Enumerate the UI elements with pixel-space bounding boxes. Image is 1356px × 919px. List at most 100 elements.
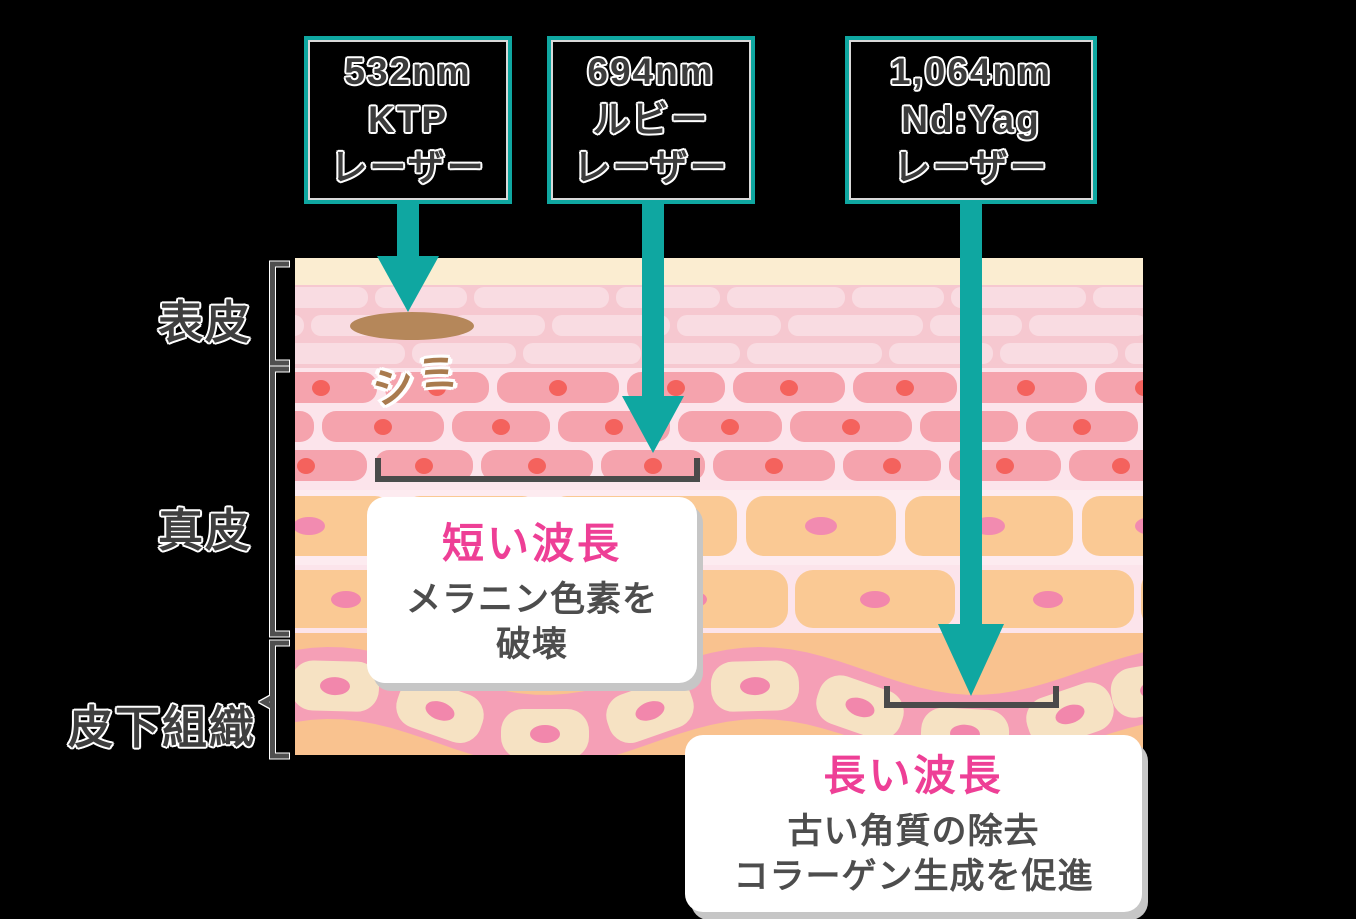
pigment-spot xyxy=(350,312,474,340)
cell-nucleus-dot xyxy=(667,379,685,396)
skin-brick xyxy=(1082,496,1143,556)
skin-brick xyxy=(295,450,367,481)
laser-wavelength: 694nm xyxy=(587,51,715,92)
callout-body-line: メラニン色素を xyxy=(405,580,658,619)
skin-brick xyxy=(1095,372,1143,403)
skin-brick xyxy=(727,287,845,308)
skin-brick xyxy=(1069,450,1143,481)
skin-brick xyxy=(497,372,619,403)
skin-brick xyxy=(552,315,670,336)
skin-brick xyxy=(385,372,489,403)
layer-label-epidermis: 表皮 xyxy=(158,297,253,348)
cell-nucleus-dot xyxy=(374,418,392,435)
skin-brick xyxy=(295,411,314,442)
skin-brick xyxy=(295,315,304,336)
skin-brick xyxy=(1125,343,1143,364)
cell-nucleus-dot xyxy=(842,418,860,435)
fat-cell-nucleus xyxy=(845,697,875,718)
skin-brick xyxy=(322,411,444,442)
skin-brick xyxy=(1093,287,1143,308)
skin-brick xyxy=(1029,315,1143,336)
callout-body-line: 破壊 xyxy=(495,625,568,664)
cell-nucleus-dot xyxy=(428,379,446,396)
cell-nucleus-oval xyxy=(1033,590,1063,608)
skin-brick xyxy=(453,315,545,336)
skin-brick xyxy=(601,450,705,481)
cell-nucleus-dot xyxy=(1073,418,1091,435)
cell-nucleus-oval xyxy=(295,517,325,535)
laser-word: レーザー xyxy=(573,147,729,188)
cell-nucleus-dot xyxy=(996,457,1014,474)
laser-arrow-532nm-shaft xyxy=(397,202,419,258)
cell-nucleus-dot xyxy=(644,457,662,474)
laser-word: レーザー xyxy=(893,147,1049,188)
skin-brick xyxy=(733,372,845,403)
subcutaneous-fat-band xyxy=(295,647,1143,755)
short-wavelength-range-bracket xyxy=(375,458,700,482)
skin-brick xyxy=(795,570,955,628)
cell-nucleus-dot xyxy=(883,457,901,474)
skin-brick xyxy=(1026,411,1138,442)
cell-nucleus-dot xyxy=(896,379,914,396)
skin-brick xyxy=(1141,570,1143,628)
fat-cell-nucleus xyxy=(1055,704,1085,725)
callout-body: 古い角質の除去 コラーゲン生成を促進 xyxy=(685,809,1142,899)
fat-cell-nucleus xyxy=(425,701,455,721)
cell-nucleus-dot xyxy=(765,457,783,474)
laser-arrow-1064nm-head xyxy=(938,624,1004,696)
laser-box-1064nm: 1,064nm Nd:Yag レーザー xyxy=(845,36,1097,204)
cell-nucleus-dot xyxy=(297,457,315,474)
cell-nucleus-dot xyxy=(605,418,623,435)
skin-brick xyxy=(853,372,957,403)
cell-nucleus-dot xyxy=(415,457,433,474)
skin-brick xyxy=(788,315,923,336)
skin-brick xyxy=(412,343,516,364)
callout-title: 長い波長 xyxy=(823,752,1004,799)
skin-brick xyxy=(962,570,1134,628)
cell-nucleus-dot xyxy=(549,379,567,396)
laser-arrow-694nm-shaft xyxy=(642,202,664,398)
skin-brick xyxy=(474,287,609,308)
skin-brick xyxy=(678,411,782,442)
laser-wavelength: 532nm xyxy=(344,51,472,92)
skin-brick xyxy=(523,343,641,364)
laser-type: ルビー xyxy=(592,99,710,140)
cell-nucleus-oval xyxy=(805,517,837,535)
skin-brick xyxy=(905,496,1073,556)
skin-brick xyxy=(713,450,835,481)
fat-cell-nucleus xyxy=(635,701,665,721)
skin-brick xyxy=(375,450,473,481)
laser-type: KTP xyxy=(368,99,448,140)
skin-brick xyxy=(677,315,781,336)
cell-nucleus-dot xyxy=(1112,457,1130,474)
skin-brick xyxy=(843,450,941,481)
fat-cell xyxy=(1110,660,1143,718)
cell-nucleus-dot xyxy=(1017,379,1035,396)
cell-nucleus-dot xyxy=(528,457,546,474)
skin-brick xyxy=(965,372,1087,403)
skin-brick xyxy=(295,287,368,308)
laser-word: レーザー xyxy=(330,147,486,188)
cell-nucleus-dot xyxy=(492,418,510,435)
bracket-subcutaneous xyxy=(270,640,289,759)
fat-cell-nucleus xyxy=(530,725,560,743)
fat-cells xyxy=(295,660,1143,755)
callout-body-line: 古い角質の除去 xyxy=(787,812,1040,851)
skin-brick xyxy=(648,343,740,364)
skin-brick xyxy=(295,372,377,403)
laser-arrow-1064nm-shaft xyxy=(960,202,982,628)
cell-nucleus-oval xyxy=(1135,517,1143,535)
fat-cell-nucleus xyxy=(740,677,770,696)
laser-type: Nd:Yag xyxy=(901,99,1041,140)
cell-nucleus-dot xyxy=(780,379,798,396)
cell-nucleus-dot xyxy=(312,379,330,396)
skin-brick xyxy=(746,496,896,556)
bracket-dermis xyxy=(270,366,289,637)
long-wavelength-callout: 長い波長 古い角質の除去 コラーゲン生成を促進 xyxy=(685,735,1142,912)
laser-arrow-694nm-head xyxy=(622,396,684,453)
skin-brick xyxy=(616,287,720,308)
bracket-epidermis xyxy=(270,261,289,366)
skin-brick xyxy=(1000,343,1118,364)
skin-brick xyxy=(790,411,912,442)
